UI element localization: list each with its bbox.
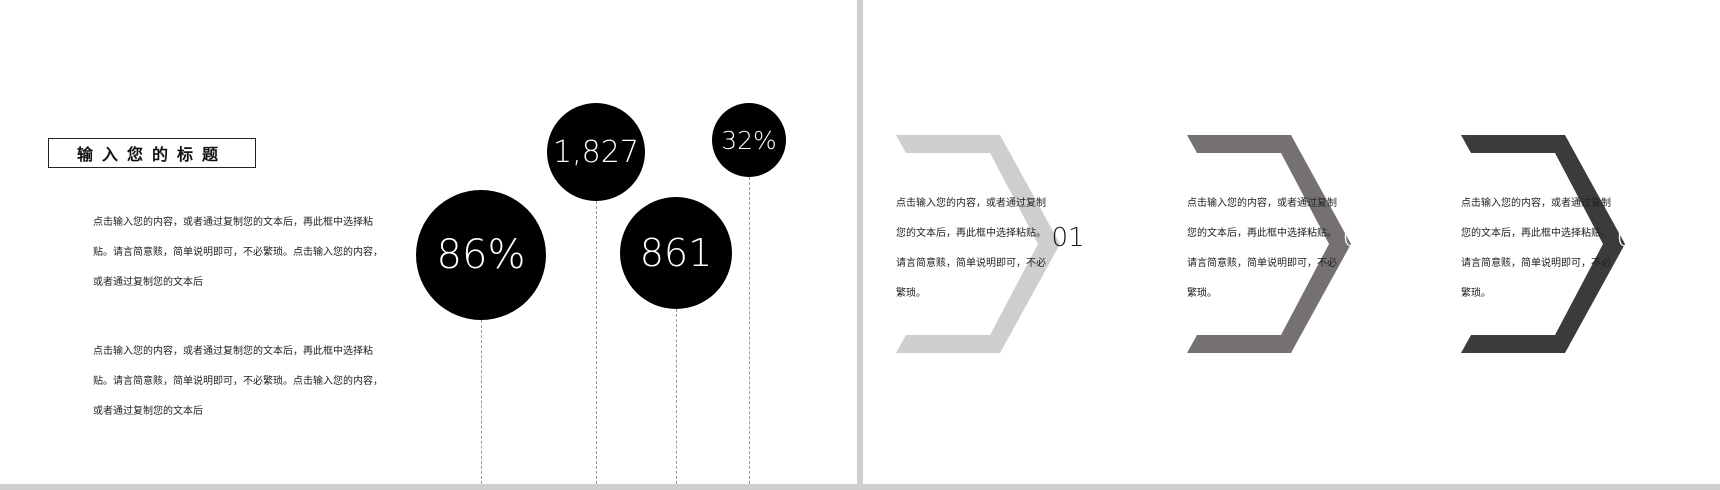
step-1-number: 01: [1051, 223, 1085, 253]
step-3[interactable]: 点击输入您的内容，或者通过复制您的文本后，再此框中选择粘贴。请言简意赅，简单说明…: [1461, 135, 1671, 353]
bubble-stem-32: [749, 177, 750, 484]
step-3-number: 03: [1616, 223, 1650, 253]
step-2[interactable]: 点击输入您的内容，或者通过复制您的文本后，再此框中选择粘贴。请言简意赅，简单说明…: [1187, 135, 1397, 353]
bubble-stem-86: [481, 320, 482, 484]
body-paragraph-1[interactable]: 点击输入您的内容，或者通过复制您的文本后，再此框中选择粘贴。请言简意赅，简单说明…: [93, 217, 383, 288]
stat-bubble-32[interactable]: 32%: [712, 103, 786, 177]
stat-bubble-86[interactable]: 86%: [416, 190, 546, 320]
step-2-text: 点击输入您的内容，或者通过复制您的文本后，再此框中选择粘贴。请言简意赅，简单说明…: [1187, 198, 1337, 299]
chevron-shape: [896, 135, 1060, 353]
step-2-number: 02: [1342, 223, 1376, 253]
chevron-fill: [896, 135, 1060, 353]
chevron-shape: [1461, 135, 1625, 353]
bubble-stem-861: [676, 309, 677, 484]
step-1-text: 点击输入您的内容，或者通过复制您的文本后，再此框中选择粘贴。请言简意赅，简单说明…: [896, 198, 1046, 299]
chevron-fill: [1461, 135, 1625, 353]
chevron-fill: [1187, 135, 1351, 353]
step-1[interactable]: 点击输入您的内容，或者通过复制您的文本后，再此框中选择粘贴。请言简意赅，简单说明…: [896, 135, 1106, 353]
stat-bubble-861[interactable]: 861: [620, 197, 732, 309]
stat-bubble-1827[interactable]: 1,827: [547, 103, 645, 201]
slide-right: 点击输入您的内容，或者通过复制您的文本后，再此框中选择粘贴。请言简意赅，简单说明…: [863, 0, 1720, 484]
title-box[interactable]: 输入您的标题: [48, 138, 256, 168]
bubble-stem-1827: [596, 201, 597, 484]
step-3-text: 点击输入您的内容，或者通过复制您的文本后，再此框中选择粘贴。请言简意赅，简单说明…: [1461, 198, 1611, 299]
slide-left: 输入您的标题 点击输入您的内容，或者通过复制您的文本后，再此框中选择粘贴。请言简…: [0, 0, 857, 484]
chevron-shape: [1187, 135, 1351, 353]
body-paragraph-2[interactable]: 点击输入您的内容，或者通过复制您的文本后，再此框中选择粘贴。请言简意赅，简单说明…: [93, 346, 383, 417]
